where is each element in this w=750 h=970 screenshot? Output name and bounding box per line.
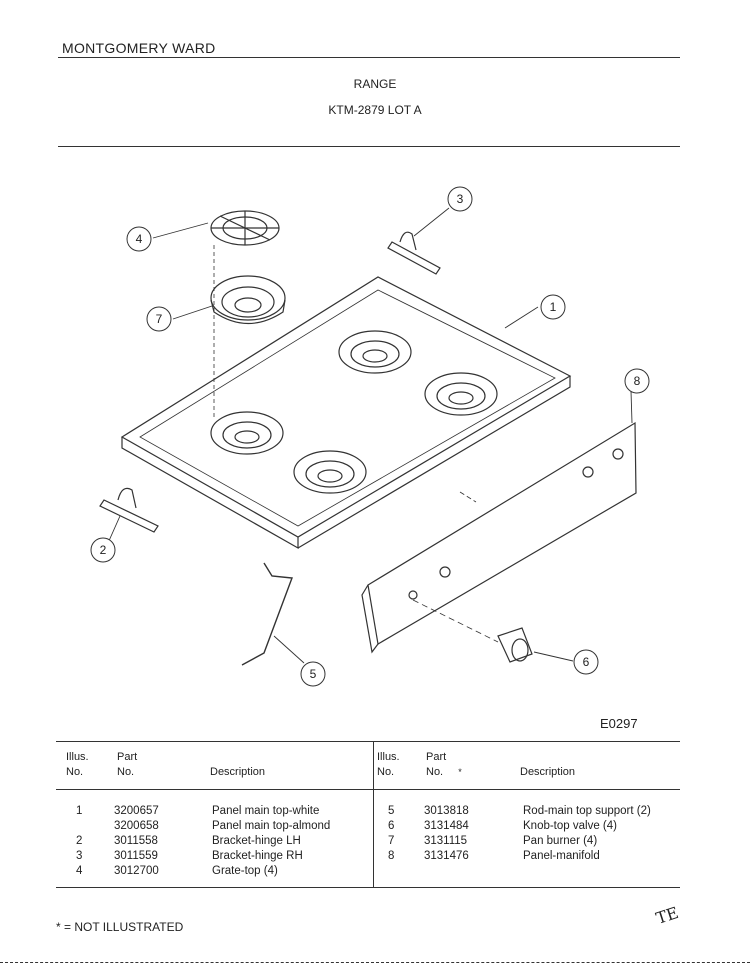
header-description: Description	[210, 766, 266, 778]
table-cell-part: 3011559	[114, 850, 158, 862]
table-cell-illus: 8	[388, 850, 395, 862]
table-cell-desc: Bracket-hinge RH	[212, 850, 303, 862]
header-rule-bottom	[58, 146, 680, 147]
table-cell-illus: 1	[76, 805, 83, 817]
table-cell-part: 3131484	[424, 820, 469, 832]
table-cell-desc: Rod-main top support (2)	[523, 805, 651, 817]
callout-label-7: 7	[156, 312, 163, 326]
burner-back-right	[424, 372, 498, 416]
table-cell-illus: 4	[76, 865, 83, 877]
table-cell-part: 3131115	[424, 835, 468, 847]
table-rule-top	[56, 741, 680, 742]
callout-circle-7	[146, 306, 172, 332]
table-cell-part: 3012700	[114, 865, 159, 877]
diagram-code: E0297	[600, 716, 638, 731]
table-divider	[373, 741, 374, 887]
bracket-hinge-rh	[387, 231, 441, 275]
table-cell-desc: Panel main top-white	[212, 805, 320, 817]
table-cell-part: 3200658	[114, 820, 159, 832]
table-cell-part: 3013818	[424, 805, 469, 817]
table-rule-bottom	[56, 887, 680, 888]
table-rule-header	[56, 789, 680, 790]
brand-name: MONTGOMERY WARD	[62, 40, 216, 56]
callout-circle-1	[540, 294, 566, 320]
header-description-right: Description	[520, 766, 576, 778]
callout-label-2: 2	[100, 543, 107, 557]
callout-circle-4	[126, 226, 152, 252]
panel-main-top	[120, 276, 572, 550]
header-part-no-right: Part No. *	[426, 751, 462, 778]
table-cell-illus: 7	[388, 835, 395, 847]
panel-manifold	[361, 421, 637, 654]
callout-label-6: 6	[583, 655, 590, 669]
burner-front-left	[210, 411, 284, 455]
footnote-not-illustrated: * = NOT ILLUSTRATED	[56, 920, 184, 934]
exploded-parts-diagram: 1 2 3 4 5 6 7 8	[90, 186, 650, 687]
table-cell-part: 3200657	[114, 805, 159, 817]
callout-circle-2	[90, 537, 116, 563]
model-number: KTM-2879 LOT A	[328, 103, 422, 117]
callout-label-1: 1	[550, 300, 557, 314]
callout-circle-3	[447, 186, 473, 212]
pan-burner	[210, 275, 286, 324]
callout-label-5: 5	[310, 667, 317, 681]
callout-circle-5	[300, 661, 326, 687]
header-illus: Illus.No.	[66, 751, 89, 778]
table-cell-desc: Bracket-hinge LH	[212, 835, 301, 847]
grate-top	[210, 210, 280, 246]
header-rule-top	[58, 57, 680, 58]
table-cell-desc: Pan burner (4)	[523, 835, 598, 847]
knob-top-valve	[497, 627, 533, 663]
handwritten-mark: TE	[653, 903, 681, 928]
table-cell-part: 3131476	[424, 850, 469, 862]
header-illus-right: Illus.No.	[377, 751, 400, 778]
callout-label-3: 3	[457, 192, 464, 206]
table-cell-desc: Knob-top valve (4)	[523, 820, 617, 832]
table-cell-desc: Grate-top (4)	[212, 865, 278, 877]
callout-label-4: 4	[136, 232, 143, 246]
table-cell-illus: 3	[76, 850, 83, 862]
callout-label-8: 8	[634, 374, 641, 388]
rod-main-top-support	[241, 562, 293, 666]
table-cell-illus: 2	[76, 835, 83, 847]
table-cell-desc: Panel-manifold	[523, 850, 600, 862]
page-title: RANGE	[353, 77, 397, 91]
burner-back-left	[338, 330, 412, 374]
table-cell-desc: Panel main top-almond	[212, 820, 331, 832]
table-cell-illus: 6	[388, 820, 395, 832]
table-cell-illus: 5	[388, 805, 395, 817]
table-cell-part: 3011558	[114, 835, 158, 847]
burner-front-right	[293, 450, 367, 494]
callout-circle-8	[624, 368, 650, 394]
callout-circle-6	[573, 649, 599, 675]
callout-group	[90, 186, 650, 687]
footer-rule	[0, 962, 750, 963]
bracket-hinge-lh	[99, 487, 159, 533]
